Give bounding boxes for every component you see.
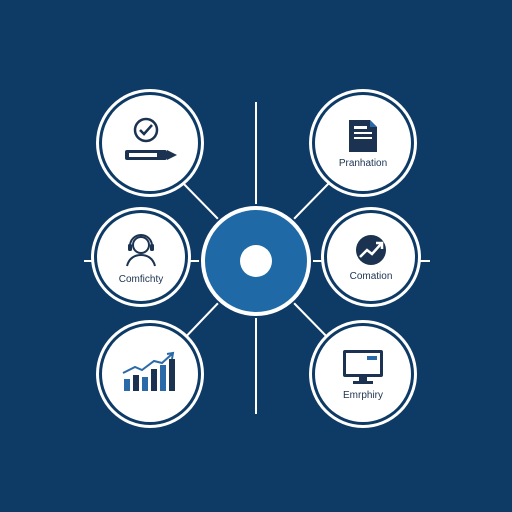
node-top-left	[102, 95, 198, 191]
hub-center-dot	[240, 245, 272, 277]
node-bottom-right: Emrphiry	[315, 326, 411, 422]
node-bottom-left	[102, 326, 198, 422]
node-mid-right-label: Comation	[349, 270, 393, 282]
bar-chart-growth-icon	[122, 351, 175, 391]
connector-bottom-right	[289, 298, 333, 343]
person-headset-icon	[126, 233, 156, 266]
monitor-icon	[343, 349, 383, 384]
node-mid-left: Comfichty	[97, 213, 185, 301]
connector-top-right	[289, 181, 331, 224]
checklist-pencil-icon	[125, 117, 177, 160]
node-mid-left-label: Comfichty	[118, 273, 164, 285]
node-top-right: Pranhation	[315, 95, 411, 191]
node-top-right-label: Pranhation	[338, 157, 388, 169]
trend-up-arrow-icon	[356, 234, 386, 265]
document-icon	[349, 119, 377, 152]
connector-bottom-left	[177, 298, 223, 346]
connector-top-left	[179, 179, 223, 224]
node-mid-right: Comation	[327, 213, 415, 301]
node-bottom-right-label: Emrphiry	[342, 389, 383, 401]
